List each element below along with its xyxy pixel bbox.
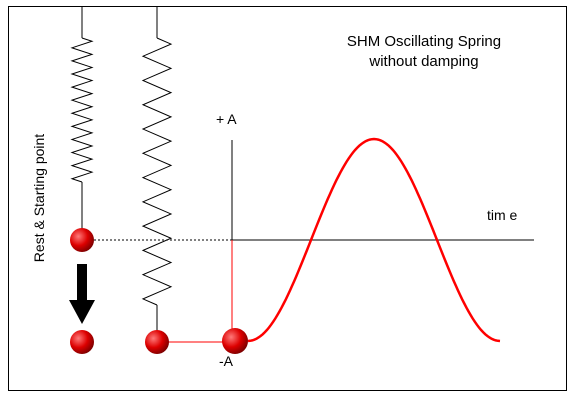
mass-ball-rest <box>70 228 94 252</box>
mass-ball-stretched <box>145 330 169 354</box>
mass-ball-displaced <box>70 330 94 354</box>
time-axis-label: tim e <box>487 207 518 223</box>
diagram-title-line1: SHM Oscillating Spring <box>347 33 501 50</box>
diagram-frame <box>8 6 567 391</box>
mass-ball-graph-start <box>222 328 248 354</box>
spring-at-rest <box>70 6 94 230</box>
shm-displacement-curve <box>247 137 501 343</box>
spring-stretched <box>141 6 173 332</box>
down-arrow-icon <box>69 264 95 324</box>
plus-a-label: + A <box>216 111 237 127</box>
diagram-title-line2: without damping <box>368 53 478 70</box>
rest-starting-point-label: Rest & Starting point <box>31 134 47 263</box>
minus-a-label: -A <box>219 353 234 369</box>
